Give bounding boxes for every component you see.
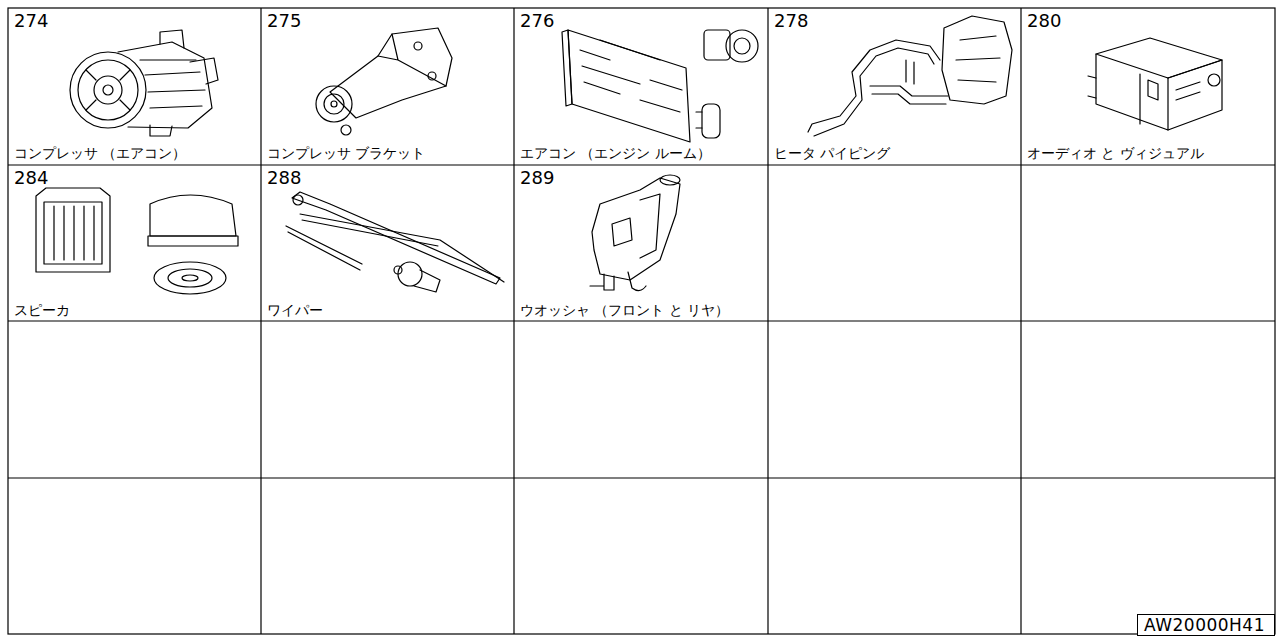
bracket-illustration [316, 28, 452, 135]
condenser-illustration-stroke [696, 112, 702, 128]
wiper-illustration [286, 192, 504, 292]
speaker-illustration-stroke [182, 275, 198, 281]
section-name: コンプレッサ ブラケット [267, 145, 425, 162]
wiper-illustration-stroke [286, 226, 362, 270]
section-number: 276 [520, 11, 554, 31]
section-number: 288 [267, 168, 301, 188]
section-name: ワイパー [267, 302, 323, 319]
audio-unit-illustration-stroke [1208, 74, 1220, 86]
index-cell: 276 エアコン （エンジン ルーム） [514, 8, 768, 165]
heater-piping-illustration-stroke [906, 60, 914, 84]
audio-unit-illustration-stroke [1096, 38, 1222, 78]
index-cell: 275 コンプレッサ ブラケット [261, 8, 514, 165]
speaker-illustration-stroke [150, 195, 236, 236]
wiper-illustration-stroke [293, 195, 303, 205]
washer-tank-illustration [590, 175, 680, 291]
section-number: 289 [520, 168, 554, 188]
drawing-code-box: AW20000H41 [1137, 614, 1275, 636]
washer-tank-illustration-stroke [612, 194, 660, 258]
audio-unit-illustration [1088, 38, 1222, 130]
condenser-illustration-stroke [562, 30, 572, 106]
drawing-code: AW20000H41 [1138, 615, 1274, 635]
index-grid-stroke [8, 320, 1275, 321]
index-grid-stroke [8, 477, 1275, 478]
wiper-illustration-stroke [414, 270, 440, 292]
section-name: エアコン （エンジン ルーム） [520, 145, 711, 162]
compressor-illustration-stroke [150, 125, 172, 136]
index-grid [8, 8, 1275, 634]
condenser-illustration [562, 30, 758, 142]
section-name: オーディオ と ヴィジュアル [1027, 145, 1204, 162]
index-grid-stroke [8, 8, 1275, 634]
bracket-illustration-stroke [316, 86, 352, 122]
compressor-illustration-stroke [140, 60, 205, 108]
section-number: 275 [267, 11, 301, 31]
speaker-illustration-stroke [36, 188, 110, 272]
section-number: 280 [1027, 11, 1061, 31]
bracket-illustration-stroke [428, 72, 436, 80]
compressor-illustration-stroke [118, 42, 212, 128]
compressor-illustration-stroke [103, 85, 113, 95]
index-cell: 288 ワイパー [261, 165, 514, 322]
index-cell: 278 ヒータ パイピング [768, 8, 1021, 165]
condenser-illustration-stroke [734, 38, 750, 54]
heater-piping-illustration-stroke [870, 86, 948, 104]
wiper-illustration-stroke [394, 266, 402, 274]
bracket-illustration-stroke [341, 125, 351, 135]
condenser-illustration-stroke [580, 40, 682, 112]
speaker-illustration-stroke [44, 202, 102, 264]
speaker-illustration-stroke [54, 206, 94, 260]
compressor-illustration-stroke [70, 52, 146, 128]
audio-unit-illustration-stroke [1148, 80, 1200, 100]
wiper-illustration-stroke [398, 262, 422, 286]
washer-tank-illustration-stroke [660, 175, 680, 185]
condenser-illustration-stroke [568, 30, 690, 142]
audio-unit-illustration-stroke [1088, 74, 1140, 124]
bracket-illustration-stroke [331, 101, 337, 107]
section-name: ウオッシャ （フロント と リヤ） [520, 302, 729, 319]
section-name: スピーカ [14, 302, 70, 319]
heater-piping-illustration-stroke [942, 16, 1012, 104]
speaker-illustration [36, 188, 238, 294]
compressor-illustration-stroke [190, 58, 218, 84]
heater-piping-illustration-stroke [956, 36, 1000, 82]
bracket-illustration-stroke [330, 28, 452, 118]
section-name: ヒータ パイピング [774, 145, 890, 162]
index-cell: 280 オーディオ と ヴィジュアル [1021, 8, 1275, 165]
compressor-illustration [70, 30, 218, 136]
section-number: 278 [774, 11, 808, 31]
compressor-illustration-stroke [94, 76, 122, 104]
bracket-illustration-stroke [324, 94, 344, 114]
index-cell: 289 ウオッシャ （フロント と リヤ） [514, 165, 768, 322]
condenser-illustration-stroke [702, 104, 720, 138]
speaker-illustration-stroke [148, 236, 238, 246]
heater-piping-illustration-stroke [814, 48, 934, 136]
washer-tank-illustration-stroke [592, 178, 680, 280]
condenser-illustration-stroke [726, 30, 758, 62]
index-cell: 284 スピーカ [8, 165, 261, 322]
section-number: 284 [14, 168, 48, 188]
audio-unit-illustration-stroke [1168, 60, 1222, 130]
heater-piping-illustration [808, 16, 1012, 136]
section-number: 274 [14, 11, 48, 31]
speaker-illustration-stroke [154, 262, 226, 294]
speaker-illustration-stroke [168, 269, 212, 287]
compressor-illustration-stroke [78, 60, 138, 120]
bracket-illustration-stroke [378, 34, 446, 86]
compressor-illustration-stroke [86, 70, 130, 110]
bracket-illustration-stroke [414, 42, 422, 50]
index-cell: 274 コンプレッサ （エアコン） [8, 8, 261, 165]
washer-tank-illustration-stroke [590, 272, 646, 291]
compressor-illustration-stroke [160, 30, 184, 48]
section-name: コンプレッサ （エアコン） [14, 145, 186, 162]
index-grid-stroke [8, 164, 1275, 165]
audio-unit-illustration-stroke [1096, 54, 1168, 130]
